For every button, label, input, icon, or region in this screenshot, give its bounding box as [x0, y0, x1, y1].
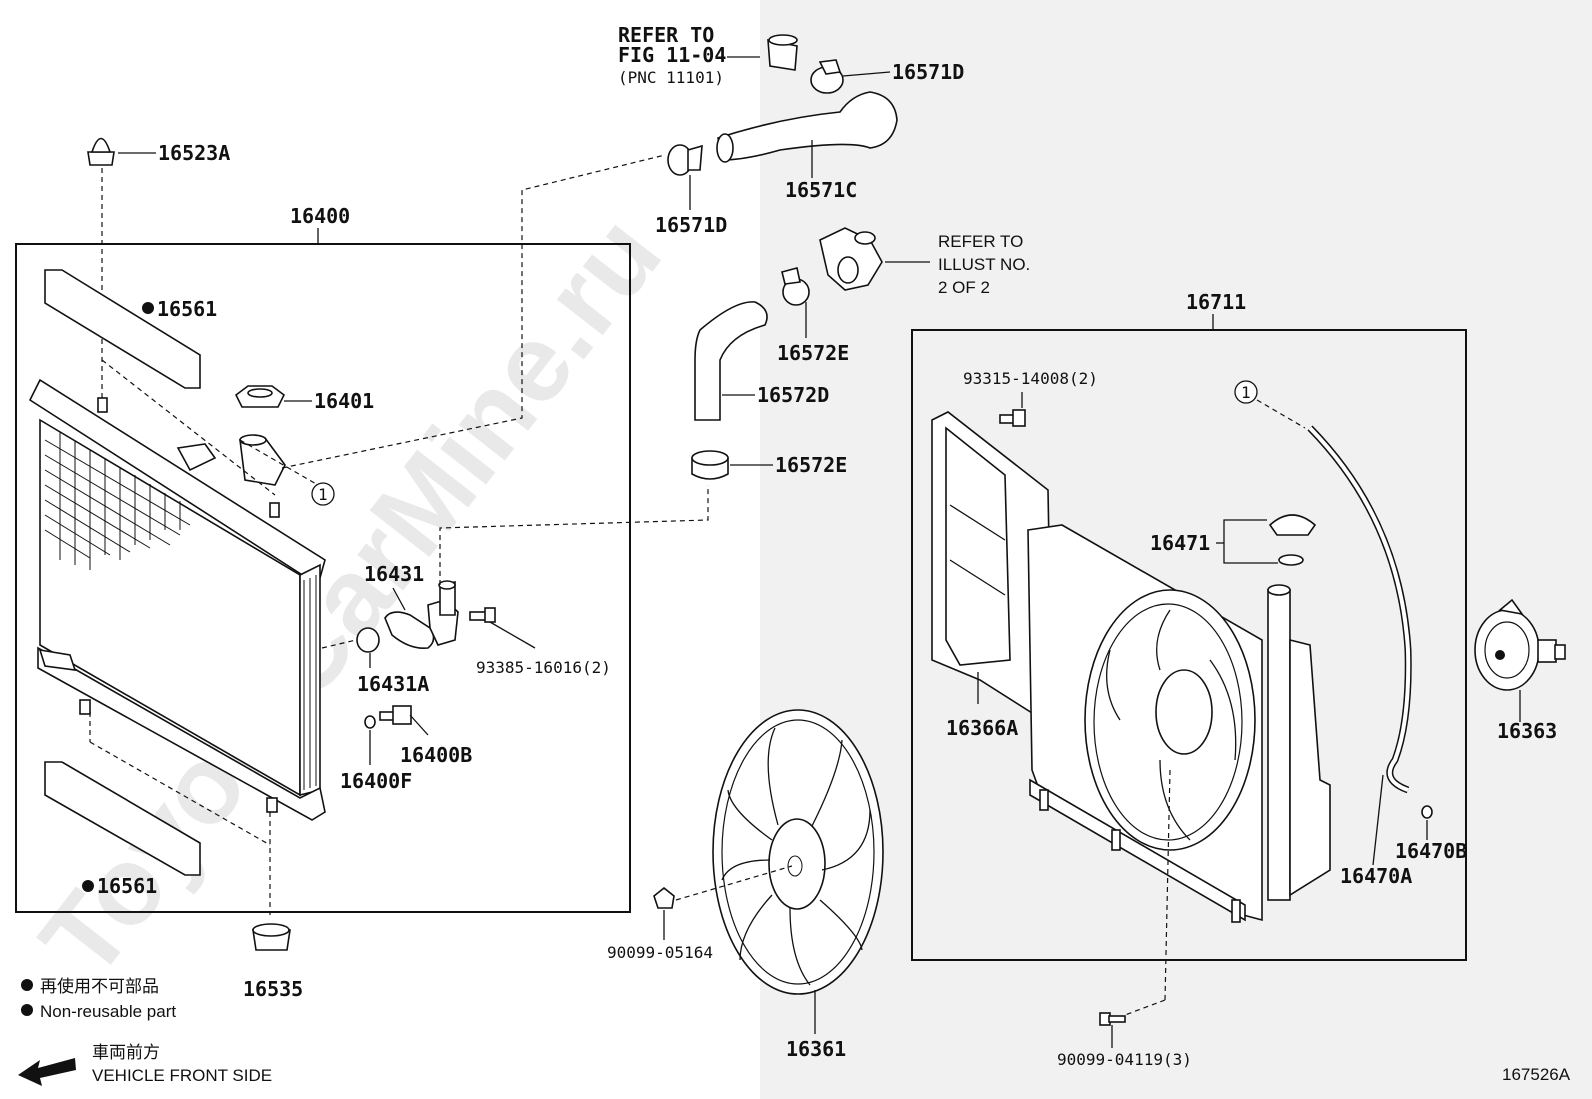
label-16366A: 16366A [946, 716, 1018, 740]
label-16400F: 16400F [340, 769, 412, 793]
part-90099-05164-nut: 90099-05164 [607, 865, 793, 962]
part-16470A-overflow-hose: 16470A [1307, 425, 1412, 888]
label-16571D-mid: 16571D [655, 213, 727, 237]
svg-text:1: 1 [1241, 383, 1251, 402]
part-upper-pipe [767, 34, 798, 71]
label-16401: 16401 [314, 389, 374, 413]
part-16431-outlet: 16431 [364, 562, 459, 650]
label-16572E-bottom: 16572E [775, 453, 847, 477]
part-16470B-clip: 16470B [1395, 805, 1467, 863]
diagram-id: 167526A [1502, 1065, 1571, 1084]
part-16366A-air-guide: 16366A [931, 411, 1053, 740]
label-16431: 16431 [364, 562, 424, 586]
label-16471: 16471 [1150, 531, 1210, 555]
part-16571C-upper-hose: 16571C [716, 91, 898, 202]
label-16561-top: 16561 [157, 297, 217, 321]
part-16561-bottom-seal: 16561 [44, 761, 201, 898]
svg-text:1: 1 [318, 485, 328, 504]
label-16400B: 16400B [400, 743, 472, 767]
label-93385: 93385-16016(2) [476, 658, 611, 677]
label-90099-05164: 90099-05164 [607, 943, 713, 962]
svg-text:(PNC 11101): (PNC 11101) [618, 68, 724, 87]
svg-text:車両前方: 車両前方 [92, 1043, 160, 1062]
part-16361-fan: 16361 [712, 709, 884, 1061]
part-16471-reservoir-cap: 16471 [1150, 514, 1317, 566]
svg-text:Non-reusable part: Non-reusable part [40, 1002, 176, 1021]
part-93385-bolt: 93385-16016(2) [469, 607, 611, 677]
label-16363: 16363 [1497, 719, 1557, 743]
refer-to-fig-11-04: REFER TO FIG 11-04 (PNC 11101) [618, 23, 760, 87]
part-16572D-lower-hose: 16572D [694, 301, 829, 421]
svg-text:ILLUST NO.: ILLUST NO. [938, 255, 1030, 274]
label-16470B: 16470B [1395, 839, 1467, 863]
svg-text:REFER TO: REFER TO [618, 23, 714, 47]
radiator-core [28, 378, 326, 821]
label-16470A: 16470A [1340, 864, 1412, 888]
reference-circle-1-left: 1 [311, 482, 335, 506]
reference-circle-1-right: 1 [1234, 380, 1306, 429]
label-16572D: 16572D [757, 383, 829, 407]
svg-text:FIG 11-04: FIG 11-04 [618, 43, 726, 67]
svg-text:REFER TO: REFER TO [938, 232, 1023, 251]
part-16535-cushion: 16535 [243, 923, 303, 1001]
refer-to-illust-2-of-2: REFER TO ILLUST NO. 2 OF 2 [938, 232, 1030, 297]
label-16711: 16711 [1186, 290, 1246, 314]
background-shade [760, 0, 1592, 1099]
legend-vehicle-front: 車両前方 VEHICLE FRONT SIDE [18, 1043, 272, 1086]
part-16571D-top-clamp: 16571D [810, 59, 964, 94]
part-16572E-bottom-clamp: 16572E [691, 450, 847, 480]
part-16401-radiator-cap: 16401 [234, 385, 374, 413]
label-16523A: 16523A [158, 141, 230, 165]
radiator-assembly-frame [15, 243, 631, 913]
part-16572E-top-clamp: 16572E [777, 267, 849, 365]
part-16561-top-seal: 16561 [44, 269, 217, 389]
legend-nonreusable: 再使用不可部品 Non-reusable part [21, 976, 176, 1021]
label-16535: 16535 [243, 977, 303, 1001]
part-90099-04119-bolt: 90099-04119(3) [1057, 769, 1192, 1069]
part-16711-shroud [1027, 524, 1331, 923]
label-16571C: 16571C [785, 178, 857, 202]
part-water-inlet [819, 227, 930, 291]
svg-text:再使用不可部品: 再使用不可部品 [40, 976, 159, 996]
label-90099-04119: 90099-04119(3) [1057, 1050, 1192, 1069]
part-16523A-cap: 16523A [87, 137, 230, 166]
part-16571D-mid-clamp: 16571D [655, 144, 727, 237]
label-16561-bottom: 16561 [97, 874, 157, 898]
part-93315-bolt: 93315-14008(2) [963, 369, 1098, 427]
fan-shroud-assembly-frame [911, 329, 1467, 961]
label-16361: 16361 [786, 1037, 846, 1061]
svg-text:2 OF 2: 2 OF 2 [938, 278, 990, 297]
label-16571D-top: 16571D [892, 60, 964, 84]
label-16400: 16400 [290, 204, 350, 228]
part-16431A-oring: 16431A [321, 627, 429, 696]
label-16431A: 16431A [357, 672, 429, 696]
part-16400B-drain-cock: 16400B 16400F [340, 705, 472, 793]
label-93315: 93315-14008(2) [963, 369, 1098, 388]
svg-text:VEHICLE FRONT SIDE: VEHICLE FRONT SIDE [92, 1066, 272, 1085]
label-16572E-top: 16572E [777, 341, 849, 365]
part-16363-fan-motor: 16363 [1474, 598, 1566, 743]
